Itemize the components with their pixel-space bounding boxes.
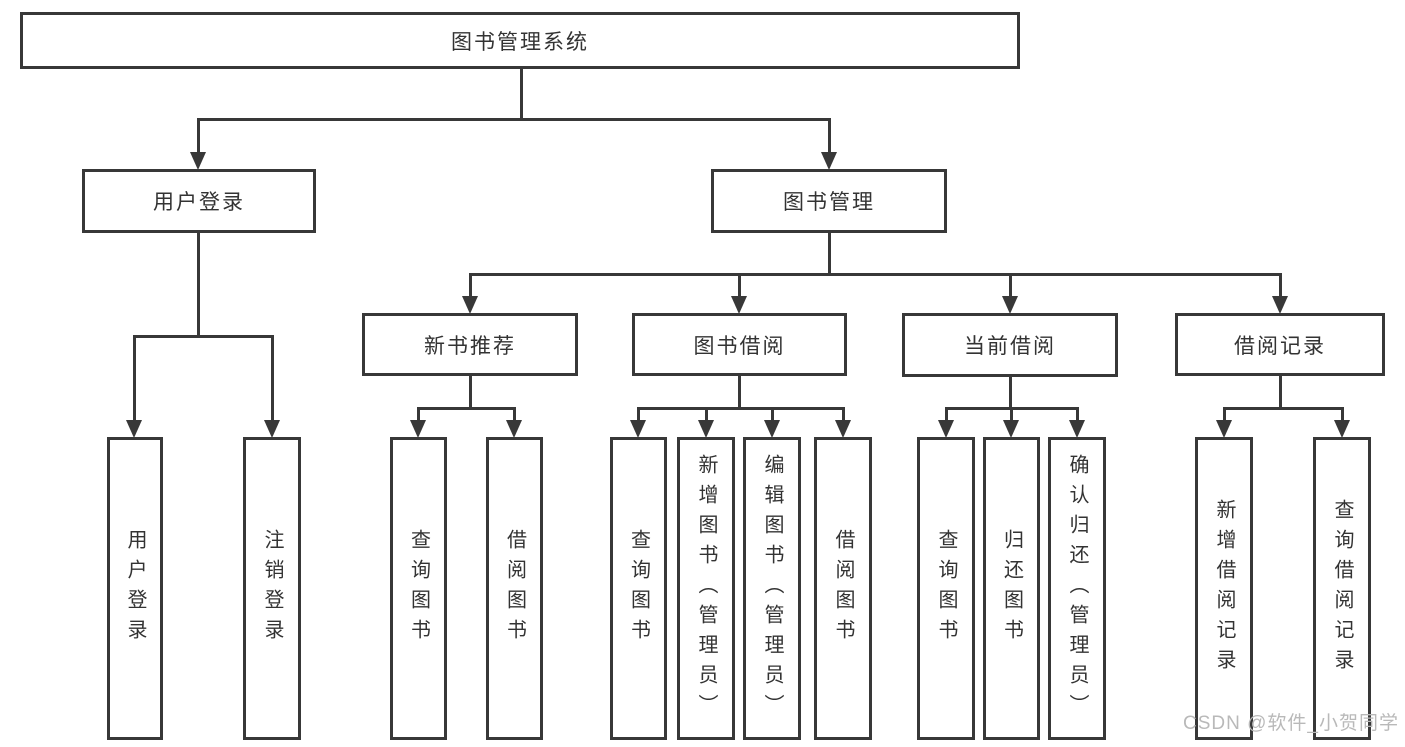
connector-line-vertical bbox=[771, 407, 774, 421]
csdn-watermark: CSDN @软件_小贺同学 bbox=[1183, 713, 1399, 734]
connector-line-vertical bbox=[469, 376, 472, 410]
node-book-management: 图书管理 bbox=[711, 169, 947, 233]
node-book-borrowing: 图书借阅 bbox=[632, 313, 847, 376]
arrowhead-down-icon bbox=[1003, 420, 1019, 438]
arrowhead-down-icon bbox=[126, 420, 142, 438]
connector-line-horizontal bbox=[197, 118, 831, 121]
connector-line-vertical bbox=[1341, 407, 1344, 421]
connector-line-vertical bbox=[417, 407, 420, 421]
connector-line-vertical bbox=[637, 407, 640, 421]
node-query-books-current: 查询图书 bbox=[917, 437, 975, 740]
node-confirm-return-admin: 确认归还（管理员） bbox=[1048, 437, 1106, 740]
node-user-login: 用户登录 bbox=[82, 169, 316, 233]
arrowhead-down-icon bbox=[698, 420, 714, 438]
connector-line-vertical bbox=[197, 233, 200, 338]
arrowhead-down-icon bbox=[506, 420, 522, 438]
node-borrow-books-recommend: 借阅图书 bbox=[486, 437, 543, 740]
connector-line-vertical bbox=[469, 273, 472, 297]
connector-line-vertical bbox=[842, 407, 845, 421]
node-return-books: 归还图书 bbox=[983, 437, 1040, 740]
node-borrowing-records: 借阅记录 bbox=[1175, 313, 1385, 376]
connector-line-vertical bbox=[1223, 407, 1226, 421]
connector-line-horizontal bbox=[469, 273, 1282, 276]
connector-line-vertical bbox=[271, 335, 274, 421]
node-query-books-borrowing: 查询图书 bbox=[610, 437, 667, 740]
arrowhead-down-icon bbox=[821, 152, 837, 170]
node-library-management-system: 图书管理系统 bbox=[20, 12, 1020, 69]
arrowhead-down-icon bbox=[190, 152, 206, 170]
connector-line-vertical bbox=[513, 407, 516, 421]
node-query-books-recommend: 查询图书 bbox=[390, 437, 447, 740]
connector-line-vertical bbox=[738, 376, 741, 410]
node-user-login-leaf: 用户登录 bbox=[107, 437, 163, 740]
connector-line-horizontal bbox=[133, 335, 274, 338]
connector-line-vertical bbox=[1279, 273, 1282, 297]
connector-line-vertical bbox=[1010, 407, 1013, 421]
arrowhead-down-icon bbox=[1069, 420, 1085, 438]
connector-line-vertical bbox=[1009, 376, 1012, 410]
node-logout-leaf: 注销登录 bbox=[243, 437, 301, 740]
arrowhead-down-icon bbox=[630, 420, 646, 438]
node-new-book-recommendation: 新书推荐 bbox=[362, 313, 578, 376]
arrowhead-down-icon bbox=[1334, 420, 1350, 438]
connector-line-vertical bbox=[705, 407, 708, 421]
connector-line-horizontal bbox=[1223, 407, 1343, 410]
node-edit-books-admin: 编辑图书（管理员） bbox=[743, 437, 801, 740]
arrowhead-down-icon bbox=[835, 420, 851, 438]
arrowhead-down-icon bbox=[764, 420, 780, 438]
connector-line-vertical bbox=[738, 273, 741, 297]
arrowhead-down-icon bbox=[1002, 296, 1018, 314]
connector-line-horizontal bbox=[637, 407, 845, 410]
arrowhead-down-icon bbox=[731, 296, 747, 314]
node-add-books-admin: 新增图书（管理员） bbox=[677, 437, 735, 740]
connector-line-vertical bbox=[828, 233, 831, 276]
node-query-borrow-record: 查询借阅记录 bbox=[1313, 437, 1371, 740]
connector-line-vertical bbox=[197, 118, 200, 153]
arrowhead-down-icon bbox=[1272, 296, 1288, 314]
node-current-borrowing: 当前借阅 bbox=[902, 313, 1118, 377]
connector-line-vertical bbox=[133, 335, 136, 421]
connector-line-vertical bbox=[520, 69, 523, 121]
arrowhead-down-icon bbox=[938, 420, 954, 438]
connector-line-horizontal bbox=[417, 407, 516, 410]
connector-line-vertical bbox=[1279, 376, 1282, 410]
connector-line-vertical bbox=[1076, 407, 1079, 421]
connector-line-vertical bbox=[1009, 273, 1012, 297]
arrowhead-down-icon bbox=[1216, 420, 1232, 438]
connector-line-vertical bbox=[828, 118, 831, 153]
arrowhead-down-icon bbox=[410, 420, 426, 438]
arrowhead-down-icon bbox=[264, 420, 280, 438]
connector-line-vertical bbox=[945, 407, 948, 421]
node-borrow-books-borrowing: 借阅图书 bbox=[814, 437, 872, 740]
arrowhead-down-icon bbox=[462, 296, 478, 314]
node-add-borrow-record: 新增借阅记录 bbox=[1195, 437, 1253, 740]
